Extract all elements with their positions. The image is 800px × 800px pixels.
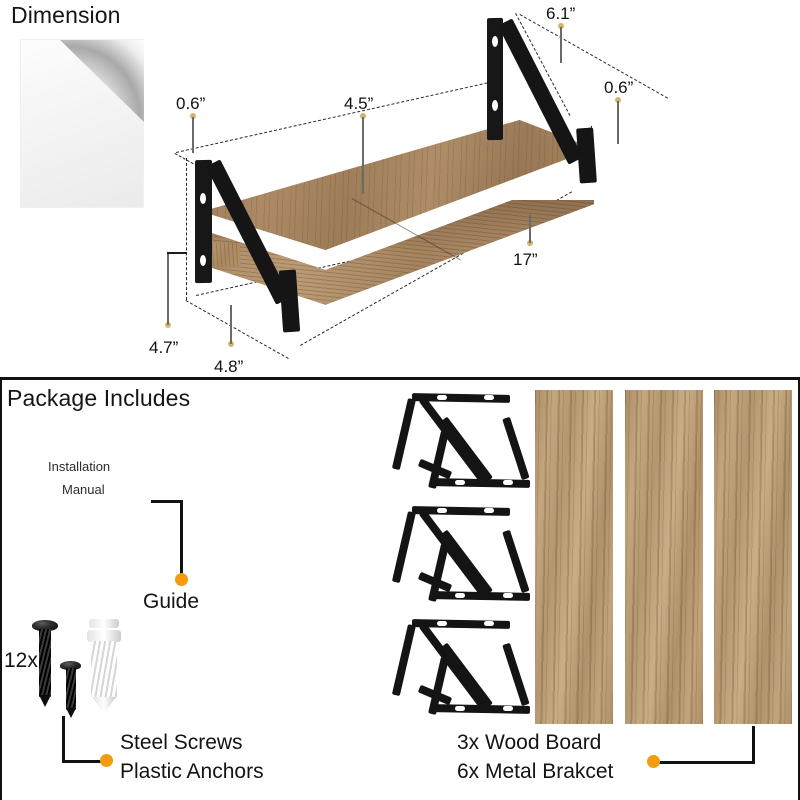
dim-stem-board-front-depth	[230, 305, 232, 344]
hardware-callout-dot	[100, 754, 113, 767]
components-leader-vertical	[752, 726, 755, 764]
dim-stem-bracket-height	[560, 27, 562, 63]
dim-stem-overall-height	[167, 253, 169, 325]
manual-text-line1: Installation	[48, 459, 111, 474]
dim-dot-bracket-height	[558, 23, 564, 29]
manual-text-line2: Manual	[62, 482, 105, 497]
dim-dot-shelf-depth	[360, 113, 366, 119]
wood-board-3	[714, 390, 792, 724]
dim-stem-bracket-thickness-left	[192, 117, 194, 153]
components-callout-dot	[647, 755, 660, 768]
dimension-panel: Dimension 0.6”	[0, 0, 800, 377]
dim-dot-board-front-depth	[228, 341, 234, 347]
bracket-right-hole-top	[492, 36, 498, 47]
guide-leader-horizontal	[151, 500, 183, 503]
wood-board-1	[535, 390, 613, 724]
dim-stem-shelf-length	[529, 215, 531, 243]
dim-dot-bracket-thickness-right	[615, 97, 621, 103]
dim-stem-shelf-depth	[362, 117, 364, 194]
dim-dot-bracket-thickness-left	[190, 113, 196, 119]
guide-callout-label: Guide	[143, 590, 200, 613]
hardware-leader-vertical	[62, 716, 65, 763]
guide-callout-dot	[175, 573, 188, 586]
bracket-left-hole-bottom	[200, 255, 206, 266]
dim-label-bracket-thickness-right: 0.6”	[604, 78, 634, 97]
dash-bottom-left	[185, 300, 289, 359]
dim-label-bracket-thickness-left: 0.6”	[176, 94, 206, 113]
dash-left-vert	[186, 158, 187, 300]
dim-stem-bracket-thickness-right	[617, 101, 619, 144]
dim-label-shelf-length: 17”	[513, 250, 538, 269]
hardware-count-label: 12x	[4, 649, 38, 672]
components-callout-label-boards: 3x Wood Board	[457, 731, 602, 754]
dim-label-shelf-depth: 4.5”	[344, 94, 374, 113]
package-section-title: Package Includes	[7, 385, 191, 411]
panel-left-border	[0, 377, 2, 800]
bracket-left-hole-top	[200, 193, 206, 204]
bracket-right-foot	[576, 127, 597, 184]
bracket-right-hole-bottom	[492, 100, 498, 111]
dim-dot-overall-height	[165, 322, 171, 328]
wood-board-2	[625, 390, 703, 724]
dim-label-bracket-height: 6.1”	[546, 4, 576, 23]
panel-right-border	[798, 377, 800, 800]
dim-dot-shelf-length	[527, 240, 533, 246]
components-leader-horizontal	[656, 761, 755, 764]
hardware-callout-label-screws: Steel Screws	[120, 731, 243, 754]
hardware-leader-horizontal	[62, 760, 108, 763]
hardware-callout-label-anchors: Plastic Anchors	[120, 760, 264, 783]
dim-label-board-front-depth: 4.8”	[214, 357, 244, 376]
dim-tick-overall-top	[167, 252, 187, 254]
guide-leader-vertical	[180, 500, 183, 576]
shelf-top-surface	[202, 120, 594, 250]
components-callout-label-brackets: 6x Metal Brakcet	[457, 760, 614, 783]
section-divider	[0, 377, 800, 380]
dimension-section-title: Dimension	[11, 2, 121, 28]
dim-label-overall-height: 4.7”	[149, 338, 179, 357]
